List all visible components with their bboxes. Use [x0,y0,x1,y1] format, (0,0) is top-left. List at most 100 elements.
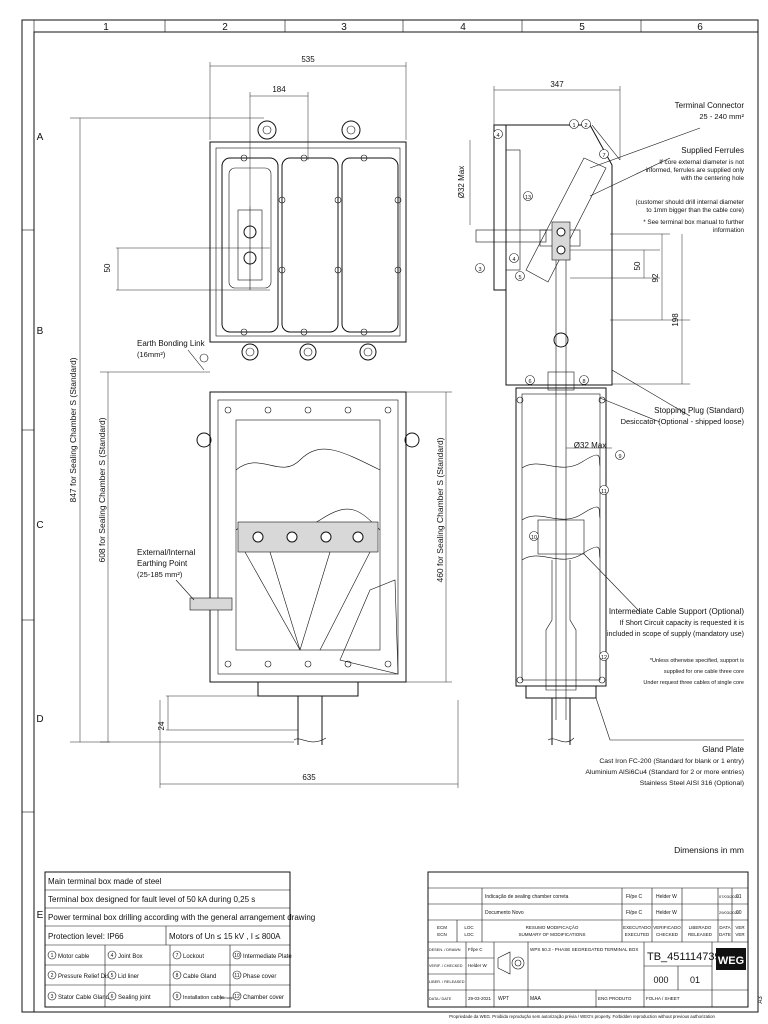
hdr-verif2: CHECKED [656,932,679,937]
legend-text: Chamber cover [243,995,284,1001]
callout-m: 12 [601,655,607,661]
rev1-fl: Fl/pe C [626,894,643,900]
column-grid: 1 2 3 4 5 6 [33,20,703,33]
earthing-point [189,597,233,611]
note-gland-plate-line-1: Cast Iron FC-200 (Standard for blank or … [599,758,744,765]
note-ferrules-line-2: informed, ferrules are supplied only [646,167,745,174]
callout-f: 5 [518,275,521,281]
dim-d32-top: Ø32 Max [457,166,466,198]
side-view: 347 Ø32 Max 50 92 198 Ø32 Max 4 1 2 3 4 … [457,80,701,745]
hdr-data: DATA [719,925,730,930]
dim-50-side: 50 [633,261,642,270]
projection-symbol-icon [497,951,525,975]
spec-row-1: Main terminal box made of steel [48,877,162,886]
title-block: Indicação de sealing chamber correta Fl/… [427,871,764,1008]
callout-d: 3 [478,267,481,273]
side-row-checked-val: Helder W [468,963,488,968]
legend-cell: 3 Stator Cable Gland [47,991,109,1001]
note-dimensions: Dimensions in mm [674,845,744,855]
paper-size: A3 [758,996,764,1004]
dim-24: 24 [157,721,166,730]
side-row-released-key: LIBER. / RELEASED [429,980,465,984]
side-row-drawn-val: Fl/pe C [468,947,483,952]
part-callouts: 4 1 2 3 4 5 6 7 8 9 10 11 12 13 [475,119,625,661]
dim-847: 847 for Sealing Chamber S (Standard) [68,357,78,502]
col-label-1: 1 [103,22,109,33]
rev0-date: 29/03/2021 [719,910,740,915]
legend-num: 9 [176,994,179,1000]
side-row-date-key: DATA / DATE [429,997,452,1001]
col-label-2: 2 [222,22,228,33]
side-gland-plate [525,685,597,699]
row-label-e: E [37,910,44,921]
rev0-desc: Documento Novo [485,910,524,916]
weg-logo-text: WEG [718,955,744,967]
legend-cell: 12 Chamber cover [232,991,284,1001]
rev1-by: Helder W [656,894,677,900]
dim-92: 92 [651,273,660,282]
callout-n: 13 [525,195,531,201]
note-terminal-connector: Terminal Connector [675,101,745,110]
legend-cell: 11 Phase cover [232,970,276,980]
legend-num: 12 [234,994,240,1000]
note-gland-plate-line-3: Stainless Steel AISI 316 (Optional) [640,780,744,787]
hdr-exec2: EXECUTED [625,932,650,937]
front-gland-plate [257,681,359,697]
spec-row-2: Terminal box designed for fault level of… [48,895,255,904]
hdr-data2: DATE [719,932,731,937]
label-earth-bonding-size: (16mm²) [137,350,166,359]
callout-j: 9 [618,454,621,460]
legend-cell: 2 Pressure Relief Disc [47,970,112,980]
spec-row-3: Power terminal box drilling according wi… [48,913,315,922]
col-label-4: 4 [460,22,466,33]
legend-text: Phase cover [243,974,276,980]
row-grid: A B C D E [22,132,44,921]
rev1-rev: 01 [736,894,742,900]
legend-num: 7 [176,953,179,959]
legend-text: Joint Box [118,954,143,960]
wpt: WPT [498,996,509,1002]
note-ferrules-line-7: information [713,227,745,234]
note-cable-support-line-2: included in scope of supply (mandatory u… [607,631,744,638]
hdr-ecm2: ECN [437,932,447,937]
footer-property: Propriedade da WEG. Proibida reprodução … [449,1014,715,1019]
hdr-ver: VER [735,925,745,930]
phase-cover-2 [281,157,339,333]
callout-e: 4 [512,257,515,263]
sheet-number: 000 [653,975,668,985]
legend-num: 1 [51,953,54,959]
spec-protection: Protection level: IP66 [48,932,124,941]
callout-g: 6 [528,379,531,385]
legend-cell: 4 Joint Box [107,950,143,960]
legend-text: Motor cable [58,954,90,960]
spec-motors: Motors of Un ≤ 15 kV , I ≤ 800A [169,932,281,941]
legend-cell: 10 Intermediate Plate [232,950,292,960]
note-cable-support-title: Intermediate Cable Support (Optional) [609,607,745,616]
legend-cell: 1 Motor cable [47,950,90,960]
note-terminal-connector-size: 25 - 240 mm² [699,112,744,121]
note-desiccator: Desiccator (Optional - shipped loose) [621,417,745,426]
rev1-date: 07/03/2021 [719,894,740,899]
doc-number: TB_4511147396 [647,951,727,963]
hdr-ver2: VER [735,932,745,937]
col-label-3: 3 [341,22,347,33]
note-gland-plate-title: Gland Plate [702,745,744,754]
note-ferrules-line-3: with the centering hole [680,175,745,182]
hdr-exec: EXECUTADO [623,925,651,930]
note-cable-support-line-1: If Short Circuit capacity is requested i… [620,620,745,627]
callout-i: 8 [582,379,585,385]
maa: MAA [530,996,542,1002]
dim-608: 608 for Sealing Chamber S (Standard) [97,417,107,562]
hdr-loc: LOC [464,925,474,930]
note-ferrules-line-4: (customer should drill internal diameter [636,199,745,206]
legend-cell: 8 Cable Gland [172,970,216,980]
note-stopping-plug: Stopping Plug (Standard) [654,406,744,415]
side-row-checked-key: VERIF. / CHECKED [429,964,463,968]
legend-cell: 5 Lid liner [107,970,139,980]
legend-text: Installation cable [183,995,224,1001]
row-label-c: C [36,520,43,531]
legend-cell: 6 Sealing joint [107,991,151,1001]
note-support-small-1: *Unless otherwise specified, support is [650,658,744,664]
weg-logo: WEG [716,948,746,970]
